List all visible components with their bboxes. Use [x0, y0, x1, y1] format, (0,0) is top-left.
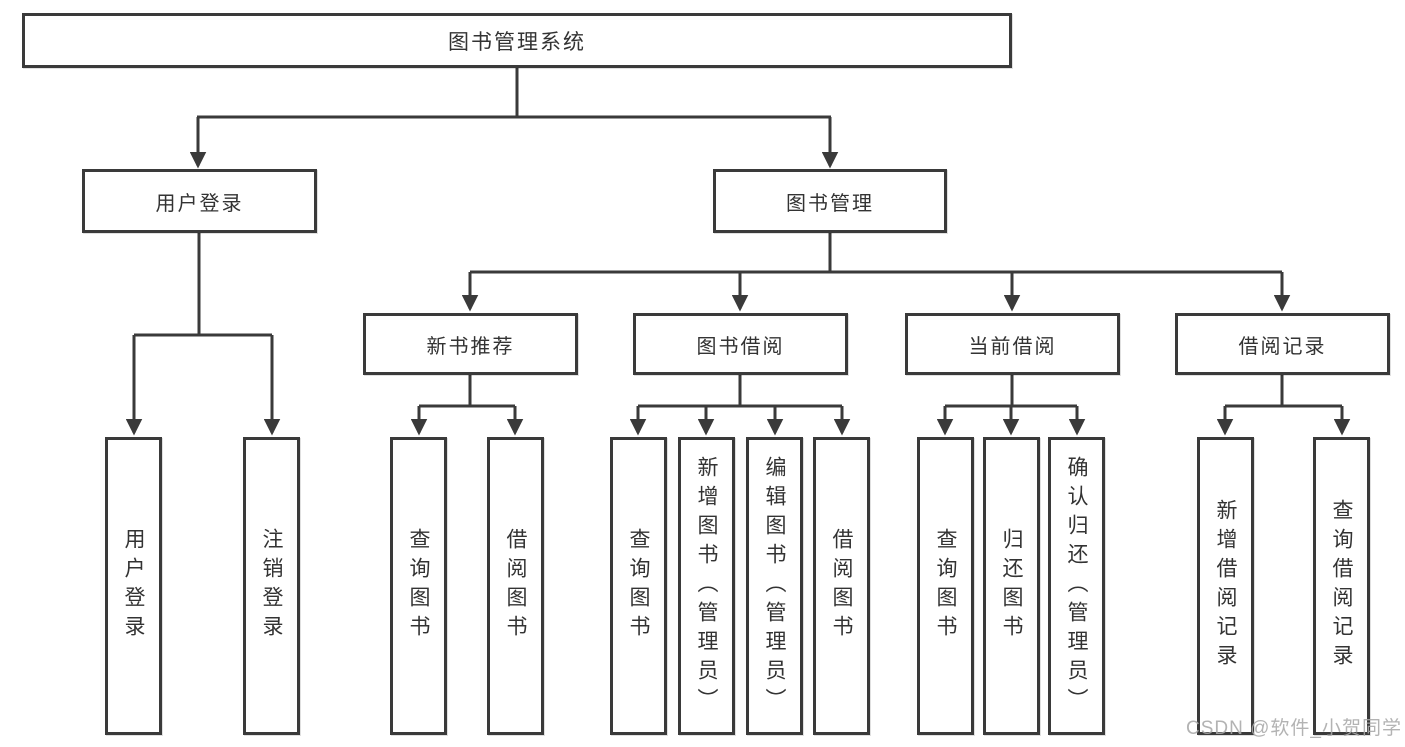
leaf-edit-book-admin: 编辑图书（管理员）	[746, 437, 803, 735]
leaf-return-book: 归还图书	[983, 437, 1040, 735]
leaf-confirm-return-admin: 确认归还（管理员）	[1048, 437, 1105, 735]
leaf-borrow-books-recommend: 借阅图书	[487, 437, 544, 735]
node-user-login: 用户登录	[82, 169, 317, 233]
csdn-watermark: CSDN @软件_小贺同学	[1186, 718, 1402, 739]
leaf-add-book-admin: 新增图书（管理员）	[678, 437, 735, 735]
node-new-book-recommend: 新书推荐	[363, 313, 578, 375]
node-book-management: 图书管理	[713, 169, 947, 233]
node-current-borrowing: 当前借阅	[905, 313, 1120, 375]
node-library-management-system: 图书管理系统	[22, 13, 1012, 68]
leaf-query-books-borrowing: 查询图书	[610, 437, 667, 735]
leaf-add-borrow-record: 新增借阅记录	[1197, 437, 1254, 735]
leaf-logout: 注销登录	[243, 437, 300, 735]
node-book-borrowing: 图书借阅	[633, 313, 848, 375]
leaf-query-books-recommend: 查询图书	[390, 437, 447, 735]
leaf-query-books-current: 查询图书	[917, 437, 974, 735]
node-borrowing-records: 借阅记录	[1175, 313, 1390, 375]
leaf-user-login: 用户登录	[105, 437, 162, 735]
leaf-borrow-book: 借阅图书	[813, 437, 870, 735]
leaf-query-borrow-record: 查询借阅记录	[1313, 437, 1370, 735]
